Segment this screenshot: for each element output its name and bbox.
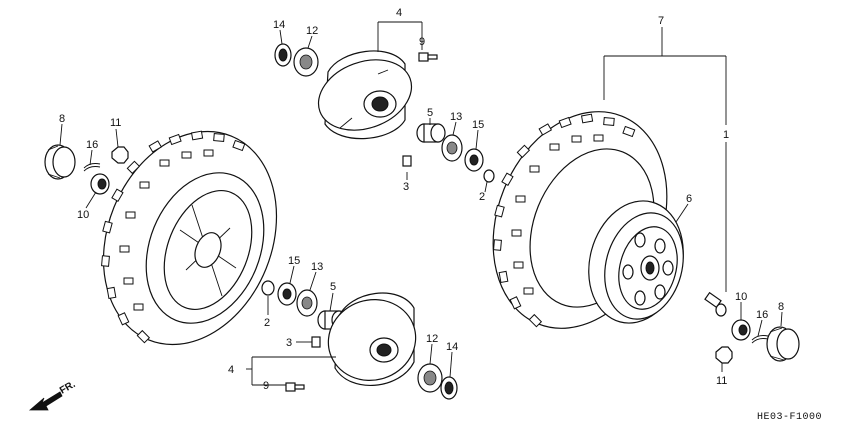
left-tire-tread	[101, 130, 246, 344]
callout-lower-15: 15	[288, 255, 300, 267]
right-cap-nut[interactable]	[715, 346, 733, 364]
left-tire[interactable]	[73, 105, 307, 370]
upper-distance-collar[interactable]	[416, 123, 446, 143]
right-castle-nut[interactable]	[731, 319, 751, 341]
callout-right-16: 16	[756, 309, 768, 321]
lower-seal-15[interactable]	[277, 282, 297, 306]
callout-right-7: 7	[658, 15, 664, 27]
lower-grease-nipple[interactable]	[311, 336, 321, 348]
callout-lower-14: 14	[446, 341, 458, 353]
upper-hub-bolt[interactable]	[418, 52, 438, 62]
callout-labels: 8 11 16 10 14 12 4 9 5 13 15 3 2 15 13 5…	[59, 7, 784, 392]
upper-seal-15[interactable]	[464, 148, 484, 172]
upper-hub-seal[interactable]	[274, 43, 292, 67]
front-arrow-icon	[28, 391, 63, 411]
diagram-code: HE03-F1000	[757, 412, 822, 423]
left-rim-spokes	[179, 204, 237, 297]
callout-upper-2: 2	[479, 191, 485, 203]
right-cotter-pin[interactable]	[751, 335, 769, 344]
callout-right-11: 11	[716, 375, 727, 387]
callout-upper-15: 15	[472, 119, 484, 131]
callout-right-6: 6	[686, 193, 692, 205]
callout-upper-14: 14	[273, 19, 285, 31]
lower-hub-seal[interactable]	[440, 376, 458, 400]
upper-bearing-13[interactable]	[441, 134, 463, 162]
callout-upper-3: 3	[403, 181, 409, 193]
valve-stem[interactable]	[704, 291, 727, 317]
lower-spacer-2[interactable]	[261, 280, 275, 296]
lower-hub[interactable]	[318, 288, 426, 391]
left-castle-nut[interactable]	[90, 173, 110, 195]
right-hub-cap[interactable]	[766, 326, 800, 362]
front-label: FR.	[58, 379, 78, 397]
right-rim-holes	[622, 232, 674, 306]
callout-left-10: 10	[77, 209, 89, 221]
callout-lower-2: 2	[264, 317, 270, 329]
left-hub-cap[interactable]	[44, 144, 76, 180]
leader-lines	[59, 21, 783, 386]
right-tire-tread	[493, 113, 636, 328]
left-cap-nut[interactable]	[111, 146, 129, 164]
callout-upper-4: 4	[396, 7, 402, 19]
upper-spacer-2[interactable]	[483, 169, 495, 183]
lower-hub-bolt[interactable]	[285, 382, 305, 392]
callout-upper-5: 5	[427, 107, 433, 119]
front-direction-indicator: FR.	[28, 379, 78, 411]
callout-upper-12: 12	[306, 25, 318, 37]
callout-lower-5: 5	[330, 281, 336, 293]
callout-right-8: 8	[778, 301, 784, 313]
callout-lower-3: 3	[286, 337, 292, 349]
callout-lower-9: 9	[263, 380, 269, 392]
lower-hub-bearing[interactable]	[417, 363, 443, 393]
left-cotter-pin[interactable]	[83, 163, 101, 172]
lower-bearing-13[interactable]	[296, 289, 318, 317]
callout-right-10: 10	[735, 291, 747, 303]
callout-left-11: 11	[110, 117, 121, 129]
callout-left-8: 8	[59, 113, 65, 125]
right-rim[interactable]	[576, 190, 697, 334]
upper-hub[interactable]	[309, 48, 422, 143]
upper-grease-nipple[interactable]	[402, 155, 412, 167]
callout-lower-12: 12	[426, 333, 438, 345]
callout-upper-13: 13	[450, 111, 462, 123]
upper-hub-bearing[interactable]	[293, 47, 319, 77]
callout-right-1: 1	[723, 129, 729, 141]
callout-upper-9: 9	[419, 36, 425, 48]
callout-left-16: 16	[86, 139, 98, 151]
callout-lower-4: 4	[228, 364, 234, 376]
callout-lower-13: 13	[311, 261, 323, 273]
